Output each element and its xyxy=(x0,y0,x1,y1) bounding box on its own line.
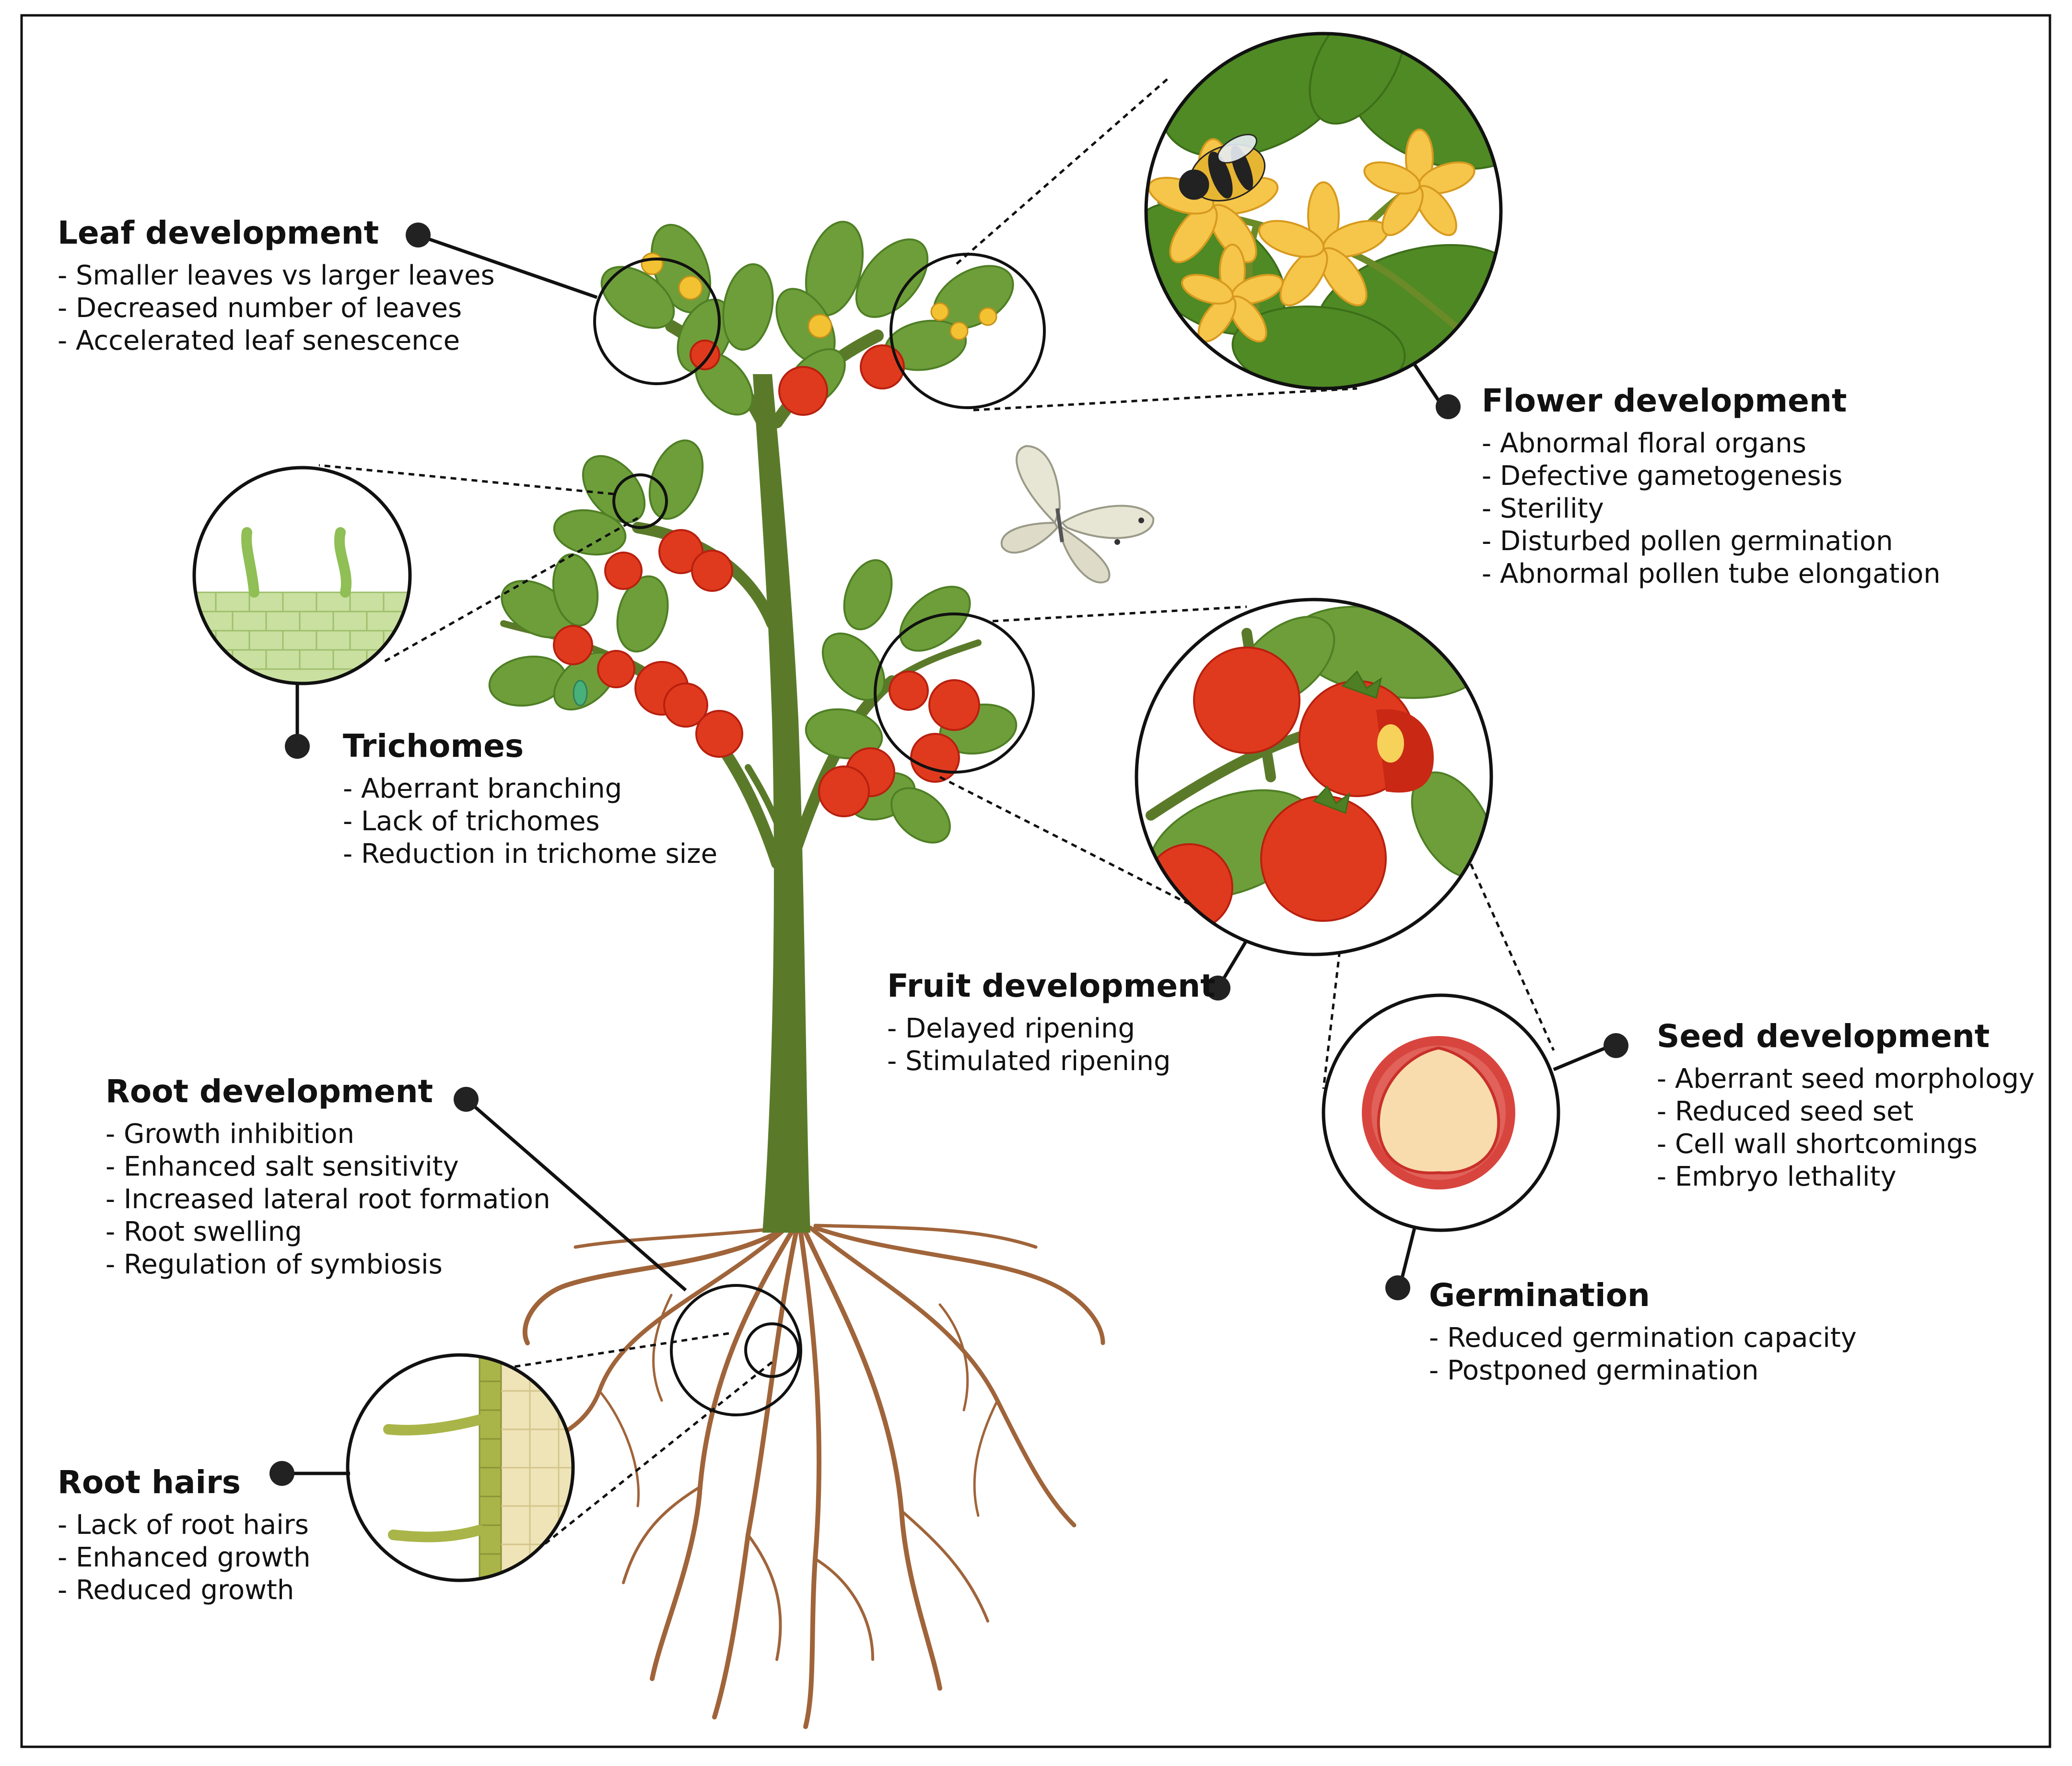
root-item: - Root swelling xyxy=(105,1216,302,1248)
flower-item: - Abnormal floral organs xyxy=(1482,427,1806,459)
fruit-development-title: Fruit development xyxy=(887,967,1216,1004)
root-development-label: Root development - Growth inhibition - E… xyxy=(105,1074,550,1281)
plant-fruits xyxy=(553,340,980,817)
root-development-title: Root development xyxy=(105,1073,433,1110)
seed-item: - Cell wall shortcomings xyxy=(1657,1128,1978,1160)
root-hairs-title: Root hairs xyxy=(58,1464,241,1501)
germination-title: Germination xyxy=(1429,1277,1650,1314)
leaf-item: - Accelerated leaf senescence xyxy=(58,325,460,356)
root-item: - Growth inhibition xyxy=(105,1118,354,1150)
roothair-zoom-inset xyxy=(346,1353,575,1582)
root-system xyxy=(522,1224,1105,1729)
seed-development-title: Seed development xyxy=(1657,1018,1990,1055)
trichomes-item: - Lack of trichomes xyxy=(343,805,600,837)
seed-item: - Embryo lethality xyxy=(1657,1161,1896,1192)
roothairs-item: - Lack of root hairs xyxy=(58,1509,309,1541)
leaf-item: - Decreased number of leaves xyxy=(58,292,462,324)
roothairs-item: - Enhanced growth xyxy=(58,1542,311,1573)
fruit-item: - Stimulated ripening xyxy=(887,1045,1171,1077)
root-hairs-label: Root hairs - Lack of root hairs - Enhanc… xyxy=(58,1465,311,1607)
trichome-zoom-inset xyxy=(192,466,412,685)
flower-item: - Disturbed pollen germination xyxy=(1482,525,1893,557)
plant-flowers xyxy=(641,252,997,341)
seed-item: - Reduced seed set xyxy=(1657,1095,1914,1127)
germination-item: - Postponed germination xyxy=(1429,1354,1759,1386)
seed-development-label: Seed development - Aberrant seed morphol… xyxy=(1657,1019,2035,1193)
root-item: - Increased lateral root formation xyxy=(105,1183,550,1215)
flower-development-label: Flower development - Abnormal floral org… xyxy=(1482,382,1941,590)
butterfly xyxy=(1000,445,1155,584)
flower-item: - Abnormal pollen tube elongation xyxy=(1482,558,1941,589)
root-item: - Regulation of symbiosis xyxy=(105,1248,443,1280)
stem xyxy=(753,374,810,1233)
leaf-development-title: Leaf development xyxy=(58,214,379,251)
seed-item: - Aberrant seed morphology xyxy=(1657,1063,2035,1095)
fruit-zoom-inset xyxy=(1135,598,1493,956)
plant-leaves xyxy=(488,221,1018,844)
germination-label: Germination - Reduced germination capaci… xyxy=(1429,1278,1857,1387)
flower-zoom-inset xyxy=(1144,32,1503,390)
seed-zoom-inset xyxy=(1322,993,1560,1232)
flower-item: - Defective gametogenesis xyxy=(1482,460,1843,492)
roothairs-item: - Reduced growth xyxy=(58,1574,294,1606)
trichomes-label: Trichomes - Aberrant branching - Lack of… xyxy=(343,729,717,871)
root-item: - Enhanced salt sensitivity xyxy=(105,1151,459,1182)
flower-item: - Sterility xyxy=(1482,493,1604,524)
germination-item: - Reduced germination capacity xyxy=(1429,1322,1857,1354)
caterpillar-chrysalis xyxy=(573,680,588,706)
leaf-development-label: Leaf development - Smaller leaves vs lar… xyxy=(58,214,495,357)
flower-development-title: Flower development xyxy=(1482,382,1847,419)
trichomes-item: - Aberrant branching xyxy=(343,773,622,804)
trichomes-title: Trichomes xyxy=(343,728,524,765)
trichomes-item: - Reduction in trichome size xyxy=(343,838,718,870)
leaf-item: - Smaller leaves vs larger leaves xyxy=(58,259,495,291)
leader-dots xyxy=(269,223,1628,1486)
fruit-development-label: Fruit development - Delayed ripening - S… xyxy=(887,967,1216,1078)
fruit-item: - Delayed ripening xyxy=(887,1013,1136,1044)
bee xyxy=(1179,134,1265,201)
figure-border xyxy=(20,14,2051,1748)
